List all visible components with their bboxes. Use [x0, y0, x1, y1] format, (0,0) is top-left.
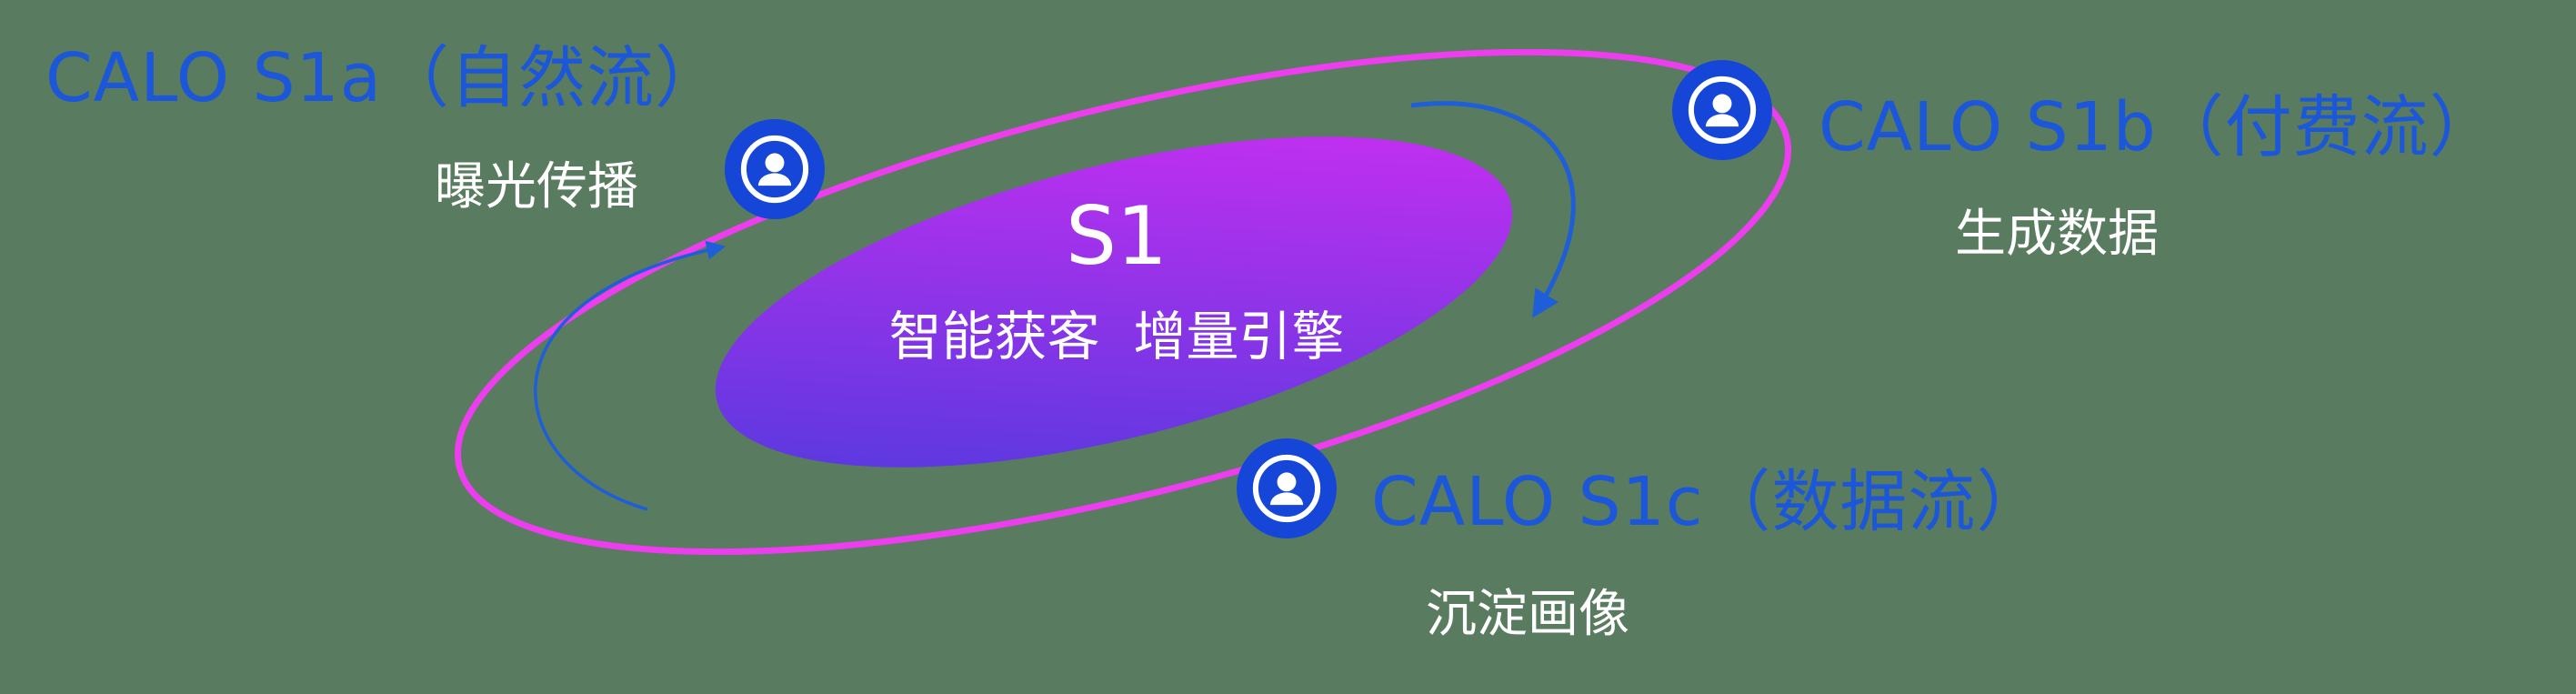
user-icon: [1672, 60, 1772, 160]
core-label: S1 智能获客 增量引擎: [888, 189, 1345, 370]
flow-arrow-left: [534, 240, 727, 511]
node-s1c-title: CALO S1c（数据流）: [1371, 463, 2045, 541]
node-s1c-subtitle: 沉淀画像: [1426, 585, 1629, 644]
user-icon: [1237, 438, 1337, 538]
node-s1b-title: CALO S1b（付费流）: [1819, 88, 2498, 166]
node-s1a-title: CALO S1a（自然流）: [45, 39, 724, 117]
user-icon: [725, 119, 825, 219]
node-s1b-subtitle: 生成数据: [1955, 205, 2159, 264]
core-title: S1: [1066, 189, 1168, 283]
core-subtitle: 智能获客 增量引擎: [888, 305, 1345, 367]
node-s1a-subtitle: 曝光传播: [435, 157, 638, 216]
core-ellipse: [715, 136, 1513, 468]
flow-arrow-right: [1410, 101, 1576, 318]
orbit-ring: [455, 48, 1791, 556]
